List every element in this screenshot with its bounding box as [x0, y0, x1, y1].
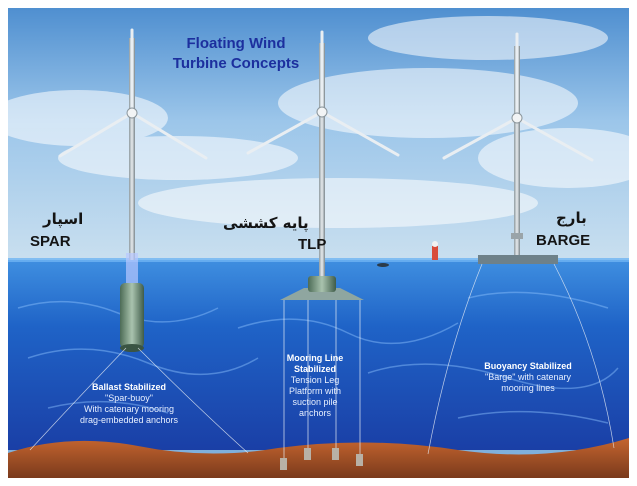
tlp-desc-line: Tension Leg [290, 375, 340, 385]
tlp-desc-line: suction pile [292, 397, 338, 407]
tlp-desc-line: Platform with [288, 386, 341, 396]
barge-label: BARGE [536, 232, 591, 249]
tlp-desc-line: anchors [298, 408, 332, 418]
tlp-label: TLP [298, 236, 327, 253]
illustration [8, 8, 629, 478]
spar-turbine [29, 28, 249, 454]
spar-desc-line: "Spar-buoy" [105, 393, 153, 403]
barge-desc-line: "Barge" with catenary [485, 372, 571, 382]
spar-label-fa: اسپار [43, 210, 84, 228]
barge-label-fa: بارج [556, 209, 587, 227]
barge-desc-title: Buoyancy Stabilized [484, 361, 572, 371]
tlp-turbine [246, 30, 400, 470]
clouds [8, 16, 629, 228]
barge-description: Buoyancy Stabilized "Barge" with catenar… [468, 361, 588, 394]
tlp-desc-title: Stabilized [293, 364, 336, 374]
water-caustics [17, 291, 619, 424]
spar-desc-title: Ballast Stabilized [91, 382, 167, 392]
spar-description: Ballast Stabilized "Spar-buoy" With cate… [70, 382, 188, 426]
seabed [8, 438, 629, 478]
title-line-2: Turbine Concepts [172, 55, 300, 72]
tlp-platform [280, 288, 364, 300]
diagram-frame: Floating Wind Turbine Concepts اسپار SPA… [8, 8, 629, 478]
spar-desc-line: With catenary mooring [83, 404, 175, 414]
marker-buoy [432, 241, 438, 260]
tlp-desc-title: Mooring Line [286, 353, 344, 363]
spar-label: SPAR [30, 233, 71, 250]
spar-desc-line: drag-embedded anchors [79, 415, 179, 425]
small-boat [377, 263, 389, 267]
tlp-label-fa: پایه کششی [223, 214, 309, 232]
tlp-description: Mooring Line Stabilized Tension Leg Plat… [280, 353, 350, 419]
barge-turbine [427, 32, 615, 455]
barge-desc-line: mooring lines [501, 383, 555, 393]
waterline [8, 258, 629, 262]
diagram-title: Floating Wind Turbine Concepts [146, 34, 326, 74]
title-line-1: Floating Wind [186, 35, 286, 52]
spar-buoy [120, 283, 144, 348]
barge-platform [478, 255, 558, 264]
